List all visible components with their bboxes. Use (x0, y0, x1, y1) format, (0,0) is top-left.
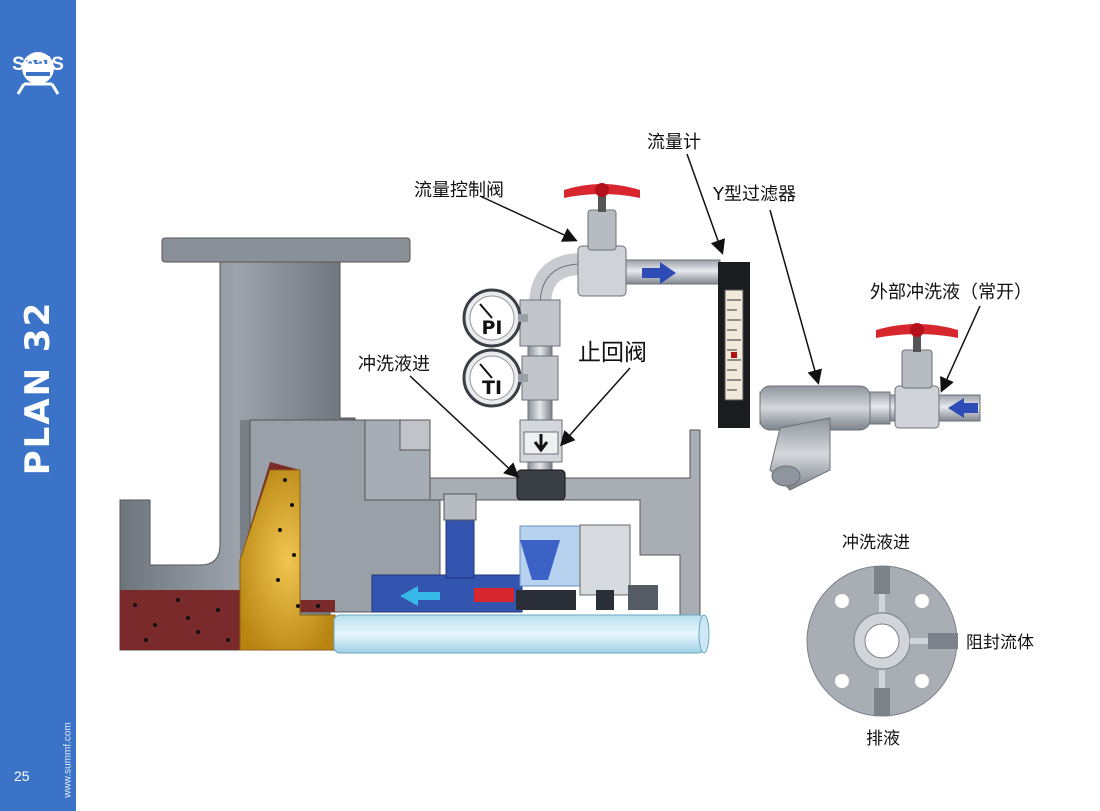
flush-arrow-icon (400, 586, 440, 606)
mechanical-seal (371, 493, 658, 613)
external-flush-valve (876, 323, 958, 429)
check-valve-arrow-icon (533, 434, 549, 453)
y-strainer (759, 385, 871, 491)
label-flush-inlet: 冲洗液进 (358, 354, 430, 375)
gauge-pi-label: PI (482, 317, 503, 339)
label-flow-meter: 流量计 (647, 132, 701, 153)
label-check-valve: 止回阀 (578, 340, 647, 366)
label-flow-control-valve: 流量控制阀 (414, 180, 504, 201)
logo-text: SealS (12, 54, 64, 75)
flow-arrow-icon (642, 262, 676, 284)
pressure-gauge-icon (462, 288, 528, 348)
gland-label-drain: 排液 (866, 729, 900, 749)
logo-icon (16, 52, 60, 95)
leader-lines (409, 153, 981, 479)
page-number: 25 (14, 768, 30, 784)
shaft (333, 614, 710, 654)
label-y-strainer: Y型过滤器 (713, 184, 796, 205)
gauge-ti-label: TI (482, 377, 502, 399)
flow-arrow-icon (948, 398, 978, 418)
temperature-gauge-icon (462, 348, 528, 408)
flow-control-valve (564, 183, 640, 297)
sidebar: SealS PLAN 32 25 www.summf.com (0, 0, 76, 811)
flow-meter (718, 262, 750, 428)
gland-label-flush-inlet: 冲洗液进 (842, 533, 910, 553)
gland-label-quench: 阻封流体 (966, 633, 1034, 653)
label-external-flush: 外部冲洗液（常开） (870, 282, 1032, 303)
gland-plate-view (806, 565, 958, 717)
pump-casing (119, 237, 701, 651)
